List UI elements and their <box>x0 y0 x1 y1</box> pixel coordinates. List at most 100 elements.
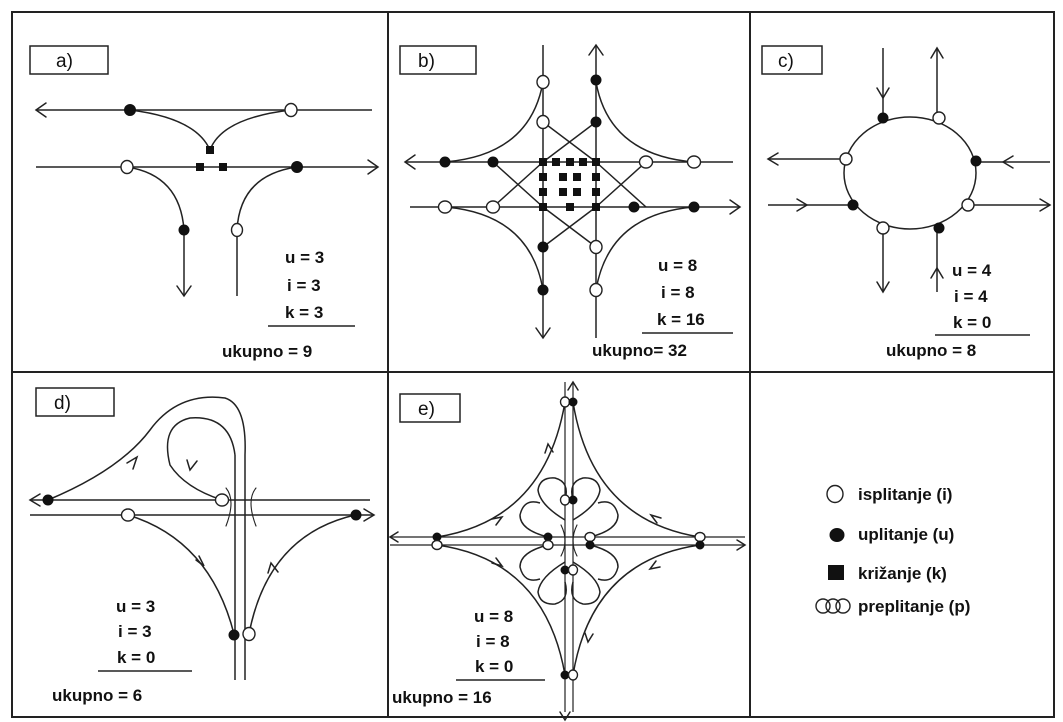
merge-point <box>178 224 190 236</box>
diverge-point <box>230 222 244 238</box>
diverge-point <box>536 114 550 130</box>
diverge-point <box>932 111 946 125</box>
crossing-point <box>592 188 600 196</box>
merge-point <box>970 155 982 167</box>
panel-e-u: u = 8 <box>474 607 513 626</box>
panel-d-k: k = 0 <box>117 648 155 667</box>
merge-point <box>877 112 889 124</box>
merge-point <box>350 509 362 521</box>
panel-a: a) u = 3 i = 3 k <box>29 45 380 361</box>
panel-d: d) u = 3 <box>28 387 376 705</box>
diverge-point <box>567 564 579 576</box>
merge-point <box>590 74 602 86</box>
panel-e: e) <box>388 380 747 722</box>
crossing-point <box>566 203 574 211</box>
crossing-point <box>196 163 204 171</box>
diverge-point <box>589 239 603 255</box>
panel-a-conflict-points <box>120 102 303 238</box>
legend-isplitanje: isplitanje (i) <box>858 485 952 504</box>
diverge-point <box>589 282 603 298</box>
crossing-point <box>573 173 581 181</box>
panel-c-roads <box>766 46 1052 294</box>
panel-d-u: u = 3 <box>116 597 155 616</box>
diverge-point <box>559 396 571 408</box>
legend-merge-icon <box>829 528 845 542</box>
panel-d-conflict-points <box>42 493 362 642</box>
panel-c-k: k = 0 <box>953 313 991 332</box>
panel-a-k: k = 3 <box>285 303 323 322</box>
merge-point <box>628 201 640 213</box>
diverge-point <box>584 531 596 543</box>
panel-e-label-box <box>399 393 461 423</box>
diverge-point <box>284 102 298 118</box>
crossing-point <box>559 188 567 196</box>
diverge-point <box>542 539 554 551</box>
merge-point <box>933 222 945 234</box>
panel-a-stats: u = 3 i = 3 k = 3 ukupno = 9 <box>222 248 355 361</box>
panel-c: c) <box>761 45 1052 360</box>
panel-e-total: ukupno = 16 <box>392 688 492 707</box>
legend-weaving-icon <box>815 598 851 614</box>
diverge-point <box>536 74 550 90</box>
crossing-point <box>219 163 227 171</box>
panel-a-i: i = 3 <box>287 276 321 295</box>
panel-c-i: i = 4 <box>954 287 988 306</box>
panel-e-k: k = 0 <box>475 657 513 676</box>
panel-b: b) <box>399 43 742 360</box>
diverge-point <box>559 494 571 506</box>
merge-point <box>291 161 303 173</box>
panel-b-label-box <box>399 45 477 75</box>
panel-b-i: i = 8 <box>661 283 695 302</box>
merge-point <box>537 284 549 296</box>
panel-e-stats: u = 8 i = 8 k = 0 ukupno = 16 <box>392 607 545 707</box>
panel-b-k: k = 16 <box>657 310 705 329</box>
merge-point <box>590 116 602 128</box>
panel-d-label: d) <box>54 393 71 414</box>
panel-grid <box>11 11 1055 718</box>
merge-point <box>688 201 700 213</box>
legend-diverge-icon <box>826 484 844 504</box>
legend-uplitanje: uplitanje (u) <box>858 525 954 544</box>
panel-a-u: u = 3 <box>285 248 324 267</box>
panel-d-stats: u = 3 i = 3 k = 0 ukupno = 6 <box>52 597 192 705</box>
panel-c-label: c) <box>778 51 794 72</box>
panel-a-label: a) <box>56 51 73 72</box>
merge-point <box>695 540 705 550</box>
diverge-point <box>876 221 890 235</box>
crossing-point <box>552 158 560 166</box>
panel-a-roads <box>34 102 380 298</box>
legend: isplitanje (i) uplitanje (u) križanje (k… <box>815 484 970 616</box>
panel-e-conflict-points <box>431 396 706 681</box>
crossing-point <box>539 203 547 211</box>
crossing-point <box>592 203 600 211</box>
merge-point <box>585 540 595 550</box>
merge-point <box>568 397 578 407</box>
panel-c-u: u = 4 <box>952 261 992 280</box>
diverge-point <box>961 198 975 212</box>
panel-e-i: i = 8 <box>476 632 510 651</box>
legend-krizanje: križanje (k) <box>858 564 947 583</box>
merge-point <box>847 199 859 211</box>
crossing-point <box>539 158 547 166</box>
panel-d-total: ukupno = 6 <box>52 686 142 705</box>
panel-b-u: u = 8 <box>658 256 697 275</box>
diverge-point <box>120 159 134 175</box>
crossing-point <box>566 158 574 166</box>
diverge-point <box>638 155 654 169</box>
crossing-point <box>206 146 214 154</box>
diverge-point <box>839 152 853 166</box>
crossing-point <box>539 188 547 196</box>
panel-c-label-box <box>761 45 823 75</box>
merge-point <box>568 495 578 505</box>
merge-point <box>42 494 54 506</box>
panel-b-stats: u = 8 i = 8 k = 16 ukupno= 32 <box>592 256 733 360</box>
diverge-point <box>694 531 706 543</box>
diverge-point <box>242 626 256 642</box>
merge-point <box>124 104 136 116</box>
merge-point <box>439 156 451 168</box>
panel-d-label-box <box>35 387 115 417</box>
crossing-point <box>579 158 587 166</box>
merge-point <box>537 241 549 253</box>
diverge-point <box>686 155 702 169</box>
